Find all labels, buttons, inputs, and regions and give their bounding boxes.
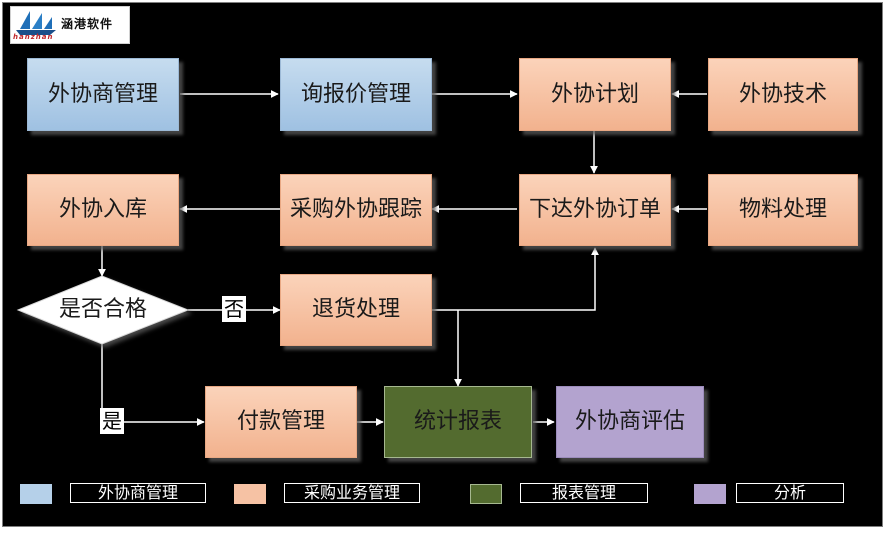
node-inquiry-quote-management: 询报价管理 [280,58,432,131]
node-warehouse-in: 外协入库 [27,174,179,246]
decision-diamond [16,275,190,345]
node-qualified-check: 是否合格 [58,297,147,322]
node-purchase-tracking: 采购外协跟踪 [280,174,432,246]
logo-brand-text: 涵港软件 [61,17,114,31]
legend-label-purchase: 采购业务管理 [284,483,420,503]
node-payment-management: 付款管理 [205,386,357,458]
legend-label-report: 报表管理 [520,483,648,503]
legend-swatch-report [470,484,502,504]
legend-swatch-supplier [20,484,52,504]
node-statistics-report: 统计报表 [384,386,532,458]
legend-swatch-purchase [234,484,266,504]
sailboat-icon [16,11,56,35]
node-material-processing: 物料处理 [708,174,858,246]
edge-return-to-order [432,247,599,311]
node-return-processing: 退货处理 [280,274,432,346]
legend-label-supplier: 外协商管理 [70,483,206,503]
node-place-order: 下达外协订单 [519,174,671,246]
node-outsource-plan: 外协计划 [519,58,671,131]
company-logo: 涵港软件 hanzhan [10,6,130,44]
edge-label-no: 否 [222,296,246,322]
node-supplier-evaluation: 外协商评估 [556,386,704,458]
logo-sub-text: hanzhan [13,33,54,41]
edge-label-yes: 是 [100,408,124,434]
legend-swatch-analysis [694,484,726,504]
legend-label-analysis: 分析 [736,483,844,503]
node-outsource-technology: 外协技术 [708,58,858,131]
node-supplier-management: 外协商管理 [27,58,179,131]
